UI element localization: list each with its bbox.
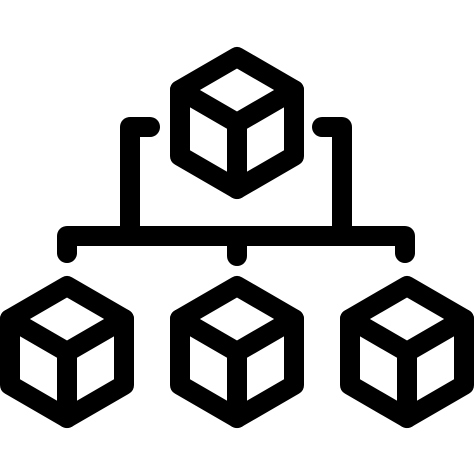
connector-lines	[57, 117, 415, 266]
top-cube-icon	[170, 47, 304, 199]
bottom-right-cube-icon	[340, 276, 474, 428]
connector-right-bracket	[312, 117, 352, 243]
bottom-center-cube-icon	[170, 276, 304, 428]
connector-left-bracket	[120, 117, 160, 243]
bottom-left-cube-icon	[0, 276, 134, 428]
